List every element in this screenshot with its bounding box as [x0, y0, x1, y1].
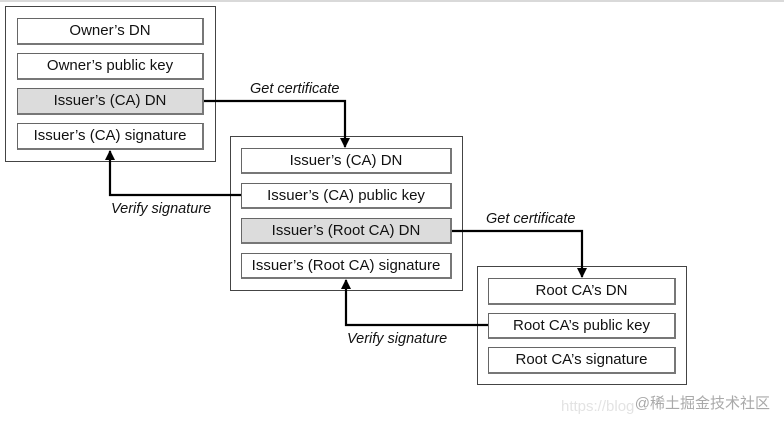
- get-certificate-label-2: Get certificate: [486, 211, 576, 227]
- get-certificate-arrow-2: [452, 229, 587, 278]
- verify-signature-arrow-1: [105, 150, 241, 197]
- root-signature-field: Root CA’s signature: [488, 347, 676, 374]
- owner-public-key-field: Owner’s public key: [17, 53, 204, 80]
- ca-public-key-field: Issuer’s (CA) public key: [241, 183, 452, 209]
- verify-signature-arrow-2: [341, 279, 488, 327]
- watermark: @稀土掘金技术社区: [634, 395, 770, 412]
- ca-issuer-dn-field: Issuer’s (CA) DN: [241, 148, 452, 174]
- get-certificate-label-1: Get certificate: [250, 81, 340, 97]
- owner-issuer-dn-field: Issuer’s (CA) DN: [17, 88, 204, 115]
- verify-signature-label-2: Verify signature: [347, 331, 448, 347]
- root-public-key-field: Root CA’s public key: [488, 313, 676, 339]
- owner-issuer-signature-field: Issuer’s (CA) signature: [17, 123, 204, 150]
- ca-root-signature-field: Issuer’s (Root CA) signature: [241, 253, 452, 279]
- top-border: [0, 0, 784, 2]
- verify-signature-label-1: Verify signature: [111, 201, 212, 217]
- root-dn-field: Root CA’s DN: [488, 278, 676, 305]
- owner-dn-field: Owner’s DN: [17, 18, 204, 45]
- ca-root-issuer-dn-field: Issuer’s (Root CA) DN: [241, 218, 452, 244]
- watermark-url: https://blog: [561, 398, 635, 415]
- get-certificate-arrow-1: [204, 99, 350, 148]
